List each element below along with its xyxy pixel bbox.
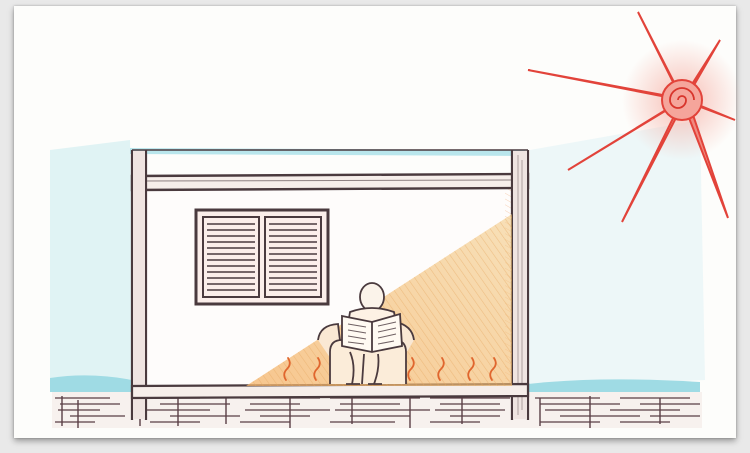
window xyxy=(196,210,328,304)
